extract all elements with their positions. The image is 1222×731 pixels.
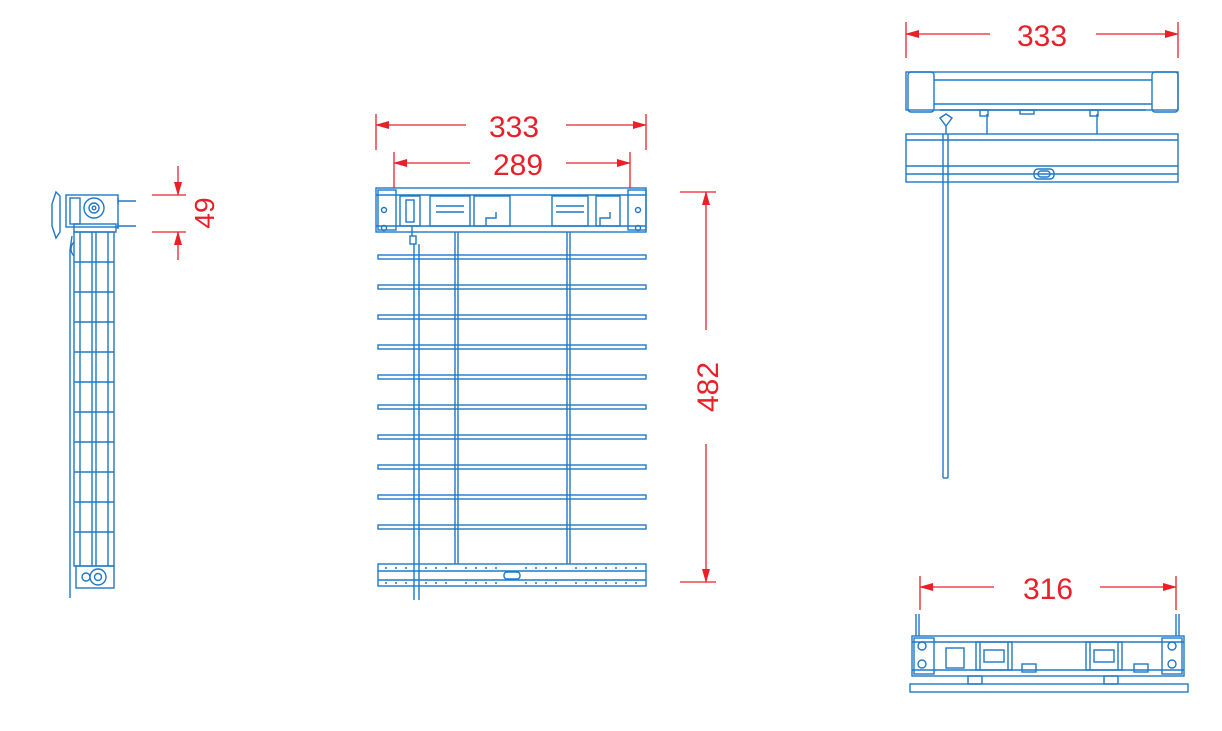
top-dim-333-label: 333 [1017,20,1067,53]
front-dim-289-label: 289 [493,149,543,182]
front-dim-289 [393,152,631,188]
bottom-dim-316-label: 316 [1023,573,1073,606]
top-dim-333 [905,22,1179,58]
front-dim-482 [680,191,716,583]
front-dim-333 [375,114,647,150]
front-bottomrail-holes [385,567,637,584]
bottom-view [909,614,1189,693]
side-dim-49 [152,166,186,260]
front-dim-333-label: 333 [489,111,539,144]
top-view [905,71,1179,479]
side-dim-49-label: 49 [189,197,220,228]
front-dim-482-label: 482 [692,362,725,412]
bottom-dim-316 [919,576,1177,610]
side-view [51,190,136,598]
front-view [375,187,647,600]
